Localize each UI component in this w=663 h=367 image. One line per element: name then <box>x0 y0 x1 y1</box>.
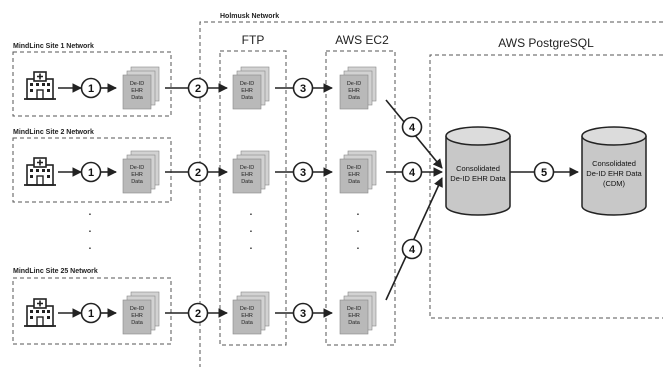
document-label: Data <box>241 320 254 326</box>
ellipsis-dot: · <box>88 205 93 221</box>
document-label: Data <box>131 95 144 101</box>
step-marker: 3 <box>292 77 314 99</box>
database-icon <box>581 126 647 216</box>
step-number: 4 <box>409 244 416 256</box>
document-label: EHR <box>131 313 143 319</box>
step-marker: 2 <box>187 161 209 183</box>
document-label: EHR <box>348 172 360 178</box>
step-number: 2 <box>195 308 201 320</box>
ellipsis-dot: · <box>356 239 361 255</box>
hospital-icon <box>24 298 56 327</box>
ellipsis-dot: · <box>356 222 361 238</box>
step-number: 2 <box>195 83 201 95</box>
document-label: EHR <box>131 88 143 94</box>
document-label: De-ID <box>130 306 144 312</box>
document-label: EHR <box>131 172 143 178</box>
consolidated-db-line-2: De-ID EHR Data <box>450 174 506 183</box>
site-25-frame <box>12 277 172 345</box>
aws-ec2-label: AWS EC2 <box>335 33 389 47</box>
document-label: De-ID <box>347 306 361 312</box>
aws-postgresql-region <box>429 54 663 319</box>
site-1-label: MindLinc Site 1 Network <box>13 43 94 50</box>
document-label: Data <box>348 95 361 101</box>
document-label: EHR <box>241 172 253 178</box>
step-number: 5 <box>541 167 547 179</box>
document-label: Data <box>241 179 254 185</box>
ftp-label: FTP <box>242 33 265 47</box>
aws-postgresql-label: AWS PostgreSQL <box>498 36 594 50</box>
document-label: EHR <box>241 88 253 94</box>
document-label: EHR <box>241 313 253 319</box>
document-label: Data <box>241 95 254 101</box>
ellipsis-dot: · <box>356 205 361 221</box>
cdm-db-line-3: (CDM) <box>603 179 626 188</box>
step-marker: 3 <box>292 302 314 324</box>
ellipsis-dot: · <box>249 239 254 255</box>
step-marker: 3 <box>292 161 314 183</box>
step-marker: 4 <box>401 116 423 138</box>
step-marker: 4 <box>401 161 423 183</box>
document-label: Data <box>348 179 361 185</box>
ftp-region <box>219 50 287 346</box>
step-number: 3 <box>300 167 306 179</box>
document-label: EHR <box>348 313 360 319</box>
step-number: 3 <box>300 308 306 320</box>
step-marker: 1 <box>80 161 102 183</box>
document-label: Data <box>348 320 361 326</box>
step-marker: 4 <box>401 238 423 260</box>
step-number: 1 <box>88 308 94 320</box>
ellipsis-dot: · <box>88 239 93 255</box>
document-label: EHR <box>348 88 360 94</box>
step-marker: 2 <box>187 77 209 99</box>
ellipsis-dot: · <box>88 222 93 238</box>
cdm-db-line-2: De-ID EHR Data <box>586 169 642 178</box>
step-marker: 1 <box>80 77 102 99</box>
consolidated-db-line-1: Consolidated <box>456 164 500 173</box>
site-25-label: MindLinc Site 25 Network <box>13 268 98 275</box>
step-number: 3 <box>300 83 306 95</box>
step-number: 4 <box>409 167 416 179</box>
holmusk-network-label: Holmusk Network <box>220 13 279 20</box>
cdm-db-line-1: Consolidated <box>592 159 636 168</box>
ellipsis-dot: · <box>249 205 254 221</box>
hospital-icon <box>24 157 56 186</box>
ellipsis-markers: ········· <box>88 205 361 255</box>
step-number: 2 <box>195 167 201 179</box>
site-1-frame <box>12 51 172 117</box>
step-number: 1 <box>88 83 94 95</box>
document-label: De-ID <box>240 81 254 87</box>
document-label: De-ID <box>347 165 361 171</box>
document-label: Data <box>131 320 144 326</box>
step-marker: 2 <box>187 302 209 324</box>
step-marker: 1 <box>80 302 102 324</box>
document-label: De-ID <box>130 165 144 171</box>
step-marker: 5 <box>533 161 555 183</box>
site-2-frame <box>12 137 172 203</box>
document-label: De-ID <box>240 306 254 312</box>
hospital-icon <box>24 71 56 100</box>
document-stacks: De-IDEHRDataDe-IDEHRDataDe-IDEHRDataDe-I… <box>122 66 377 335</box>
step-markers: 1 1 1 2 2 2 3 3 3 4 4 4 5 <box>80 77 555 324</box>
document-label: De-ID <box>240 165 254 171</box>
step-number: 1 <box>88 167 94 179</box>
document-label: De-ID <box>130 81 144 87</box>
step-number: 4 <box>409 122 416 134</box>
database-icon <box>445 126 511 216</box>
holmusk-network-frame <box>199 21 663 367</box>
ellipsis-dot: · <box>249 222 254 238</box>
document-label: De-ID <box>347 81 361 87</box>
site-2-label: MindLinc Site 2 Network <box>13 129 94 136</box>
document-label: Data <box>131 179 144 185</box>
